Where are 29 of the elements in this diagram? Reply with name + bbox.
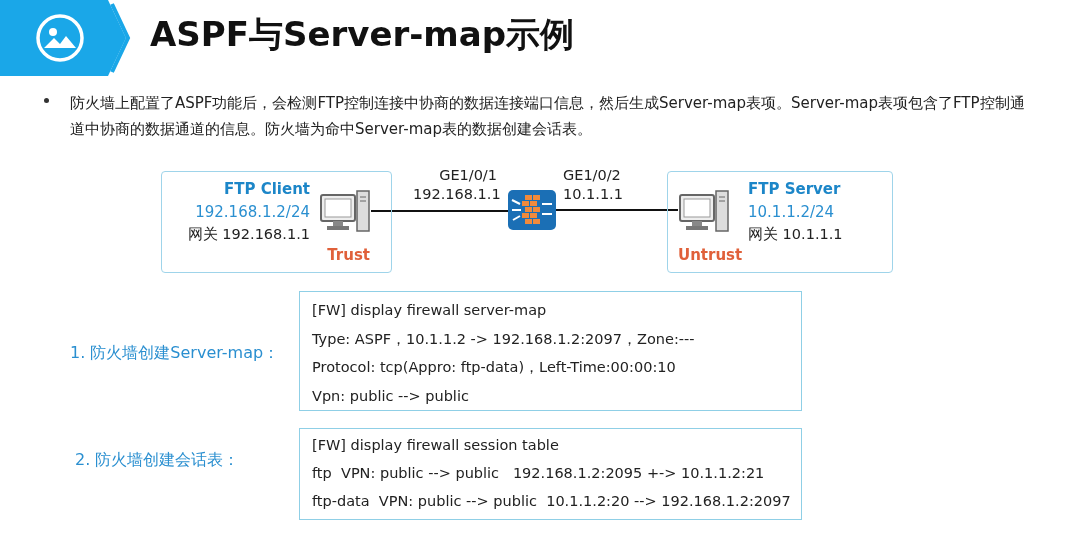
ip-address: 10.1.1.2/24: [748, 203, 835, 221]
step-label: 2. 防火墙创建会话表：: [75, 450, 240, 471]
computer-icon: [319, 189, 371, 233]
zone-name: Trust: [327, 246, 370, 264]
command-line: Type: ASPF，10.1.1.2 -> 192.168.1.2:2097，Zone:---: [312, 330, 695, 348]
command-line: Vpn: public --> public: [312, 387, 469, 405]
host-name: FTP Client: [224, 180, 310, 198]
connection-line: [370, 210, 509, 212]
connection-line: [555, 209, 679, 211]
zone-box: [667, 171, 893, 273]
firewall-icon: [508, 190, 556, 230]
computer-icon: [678, 189, 730, 233]
command-line: Protocol: tcp(Appro: ftp-data)，Left-Time:00:00:10: [312, 359, 676, 377]
command-line: [FW] display firewall server-map: [312, 302, 547, 320]
command-output-box: [299, 291, 802, 411]
command-output-box: [299, 428, 802, 520]
command-line: ftp-data VPN: public --> public 10.1.1.2:20 --> 192.168.1.2:2097: [312, 493, 791, 511]
edge-label: GE1/0/2 10.1.1.1: [563, 166, 624, 204]
ip-address: 192.168.1.2/24: [195, 203, 310, 221]
zone-box: [161, 171, 392, 273]
bullet-paragraph: 防火墙上配置了ASPF功能后，会检测FTP控制连接中协商的数据连接端口信息，然后生成Server-map表项。Server-map表项包含了FTP控制通道中协商的数据通道的信息。防火墙为命中Server-map表的数据创建会话表。: [70, 93, 1026, 140]
gateway-text: 网关 10.1.1.1: [748, 226, 843, 244]
zone-name: Untrust: [678, 246, 743, 264]
host-name: FTP Server: [748, 180, 841, 198]
step-label: 1. 防火墙创建Server-map：: [70, 343, 280, 364]
gateway-text: 网关 192.168.1.1: [187, 226, 310, 244]
command-line: ftp VPN: public --> public 192.168.1.2:2095 +-> 10.1.1.2:21: [312, 465, 765, 483]
command-line: [FW] display firewall session table: [312, 437, 559, 455]
slide-title: ASPF与Server-map示例: [150, 13, 575, 56]
